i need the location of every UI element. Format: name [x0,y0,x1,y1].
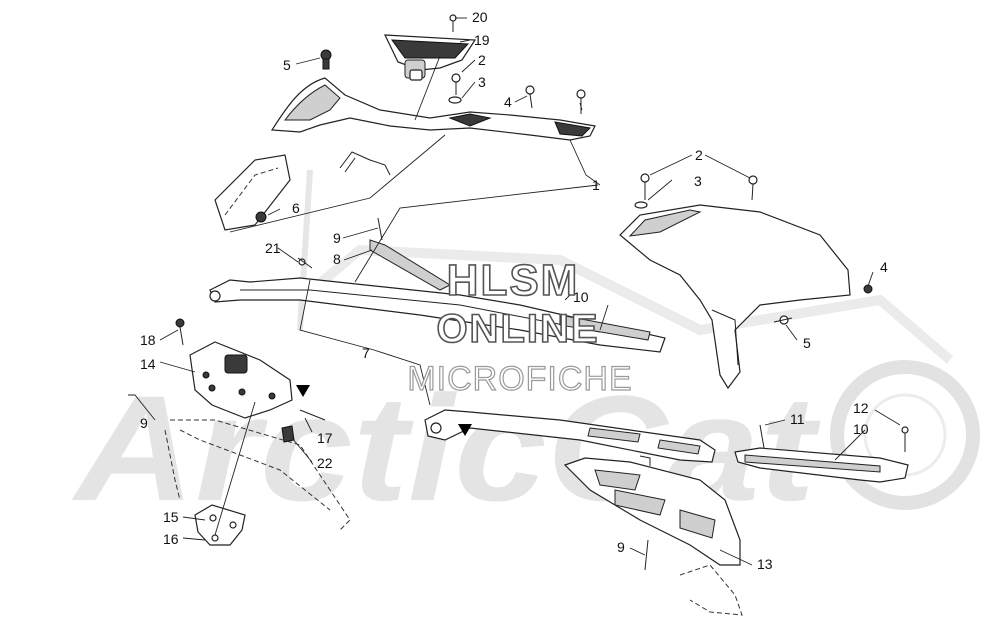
frame-rail-lower [424,409,716,466]
callout-3b: 3 [694,173,702,189]
mount-bracket-14 [175,318,326,443]
callout-12: 12 [853,400,869,416]
callout-6: 6 [292,200,300,216]
site-watermark: HLSM ONLINE MICROFICHE [407,255,633,398]
watermark-line2: ONLINE [436,307,599,351]
right-side-panel [619,173,873,390]
callout-7: 7 [362,345,370,361]
callout-15: 15 [163,509,179,525]
watermark-line3: MICROFICHE [407,360,632,398]
latch-part [339,151,391,176]
callout-13: 13 [757,556,773,572]
left-panel-fasteners [320,49,586,114]
chassis-outline [164,419,743,616]
mount-plate [194,504,246,546]
callout-20: 20 [472,9,488,25]
watermark-line1: HLSM [447,256,580,305]
callout-10b: 10 [853,421,869,437]
callout-11: 11 [790,411,805,427]
headlight-housing [384,34,477,81]
callout-17: 17 [317,430,333,446]
leader-lines [128,17,901,566]
left-side-panel [270,77,596,141]
direction-arrows [296,385,472,436]
running-board-13 [563,457,741,571]
callout-4: 4 [504,94,512,110]
callout-3: 3 [478,74,486,90]
callout-16: 16 [163,531,179,547]
callout-1: 1 [592,177,600,193]
callout-4b: 4 [880,259,888,275]
callout-9b: 9 [140,415,148,431]
callout-2: 2 [478,52,486,68]
callout-22: 22 [317,455,333,471]
callout-5: 5 [283,57,291,73]
callout-18: 18 [140,332,156,348]
callout-9: 9 [333,230,341,246]
callout-2b: 2 [695,147,703,163]
strap-8 [369,217,452,291]
frame-rail-upper [209,257,666,353]
callout-8: 8 [333,251,341,267]
callout-10: 10 [573,289,589,305]
bumper-10 [734,424,909,483]
callout-labels: 20 19 2 3 4 5 1 2 3 6 21 9 8 10 4 18 14 … [140,9,888,572]
callout-21: 21 [265,240,281,256]
callout-5b: 5 [803,335,811,351]
callout-14: 14 [140,356,156,372]
callout-19: 19 [474,32,490,48]
bracket-6 [214,154,291,231]
callout-9c: 9 [617,539,625,555]
